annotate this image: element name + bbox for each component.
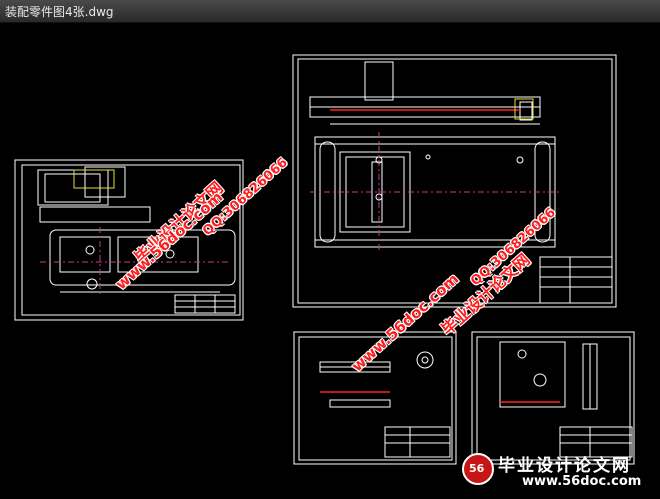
cad-drawing-svg: [14, 54, 635, 465]
56doc-logo-icon: 56: [462, 453, 494, 485]
footer-brand-name: 毕业设计论文网: [498, 456, 631, 476]
window-title: 装配零件图4张.dwg: [5, 5, 114, 19]
sheet-plate-part[interactable]: [471, 331, 635, 465]
centerlines: [40, 132, 560, 297]
yellow-lines: [73, 98, 534, 189]
footer-brand: 56 毕业设计论文网 www.56doc.com: [462, 451, 652, 493]
drawing-canvas[interactable]: 毕业设计论文网 www.56doc.com QQ:306826066 毕业设计论…: [0, 22, 660, 499]
sheet-base-part[interactable]: [292, 54, 617, 308]
red-lines: [320, 109, 560, 403]
footer-brand-url: www.56doc.com: [522, 474, 642, 489]
sheet-shaft-part[interactable]: [293, 331, 457, 465]
title-bar: 装配零件图4张.dwg: [0, 0, 660, 23]
sheet-assembly[interactable]: [14, 159, 244, 321]
